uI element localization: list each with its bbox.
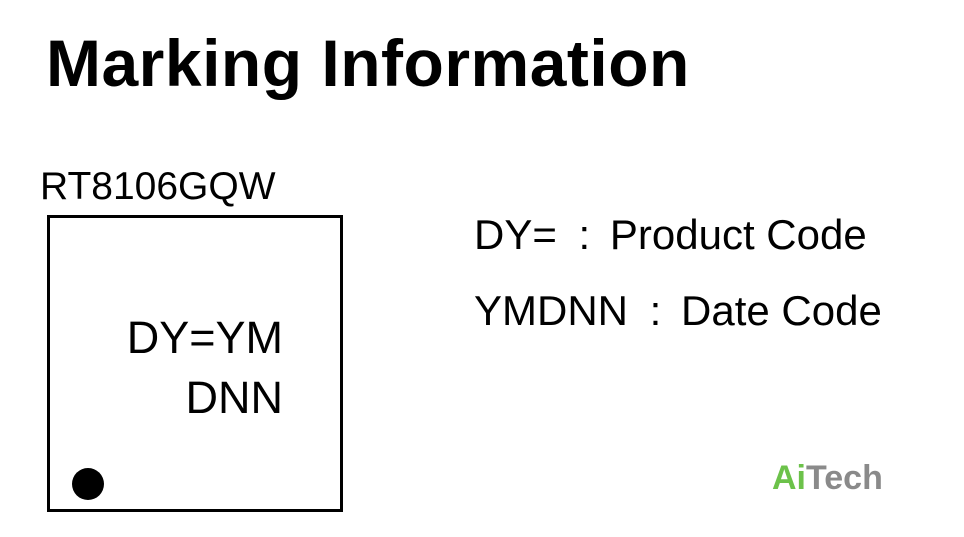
legend-description: Date Code: [681, 287, 882, 334]
legend-row-product-code: DY= : Product Code: [474, 214, 867, 256]
pin1-indicator-dot: [72, 468, 104, 500]
part-number: RT8106GQW: [40, 165, 276, 208]
aitech-watermark-logo: AiTech: [772, 461, 883, 495]
watermark-part-1: Ai: [772, 459, 806, 497]
chip-marking-line-2: DNN: [185, 372, 284, 423]
legend-separator: :: [649, 287, 662, 334]
chip-marking-line-1: DY=YM: [126, 312, 283, 363]
legend-description: Product Code: [609, 211, 867, 258]
watermark-part-2: Tech: [806, 459, 883, 497]
legend-separator: :: [578, 211, 591, 258]
chip-package-outline: DY=YM DNN: [47, 215, 343, 512]
page-title: Marking Information: [46, 26, 690, 100]
legend-code: YMDNN: [474, 287, 628, 334]
legend-code: DY=: [474, 211, 557, 258]
legend-row-date-code: YMDNN : Date Code: [474, 290, 882, 332]
